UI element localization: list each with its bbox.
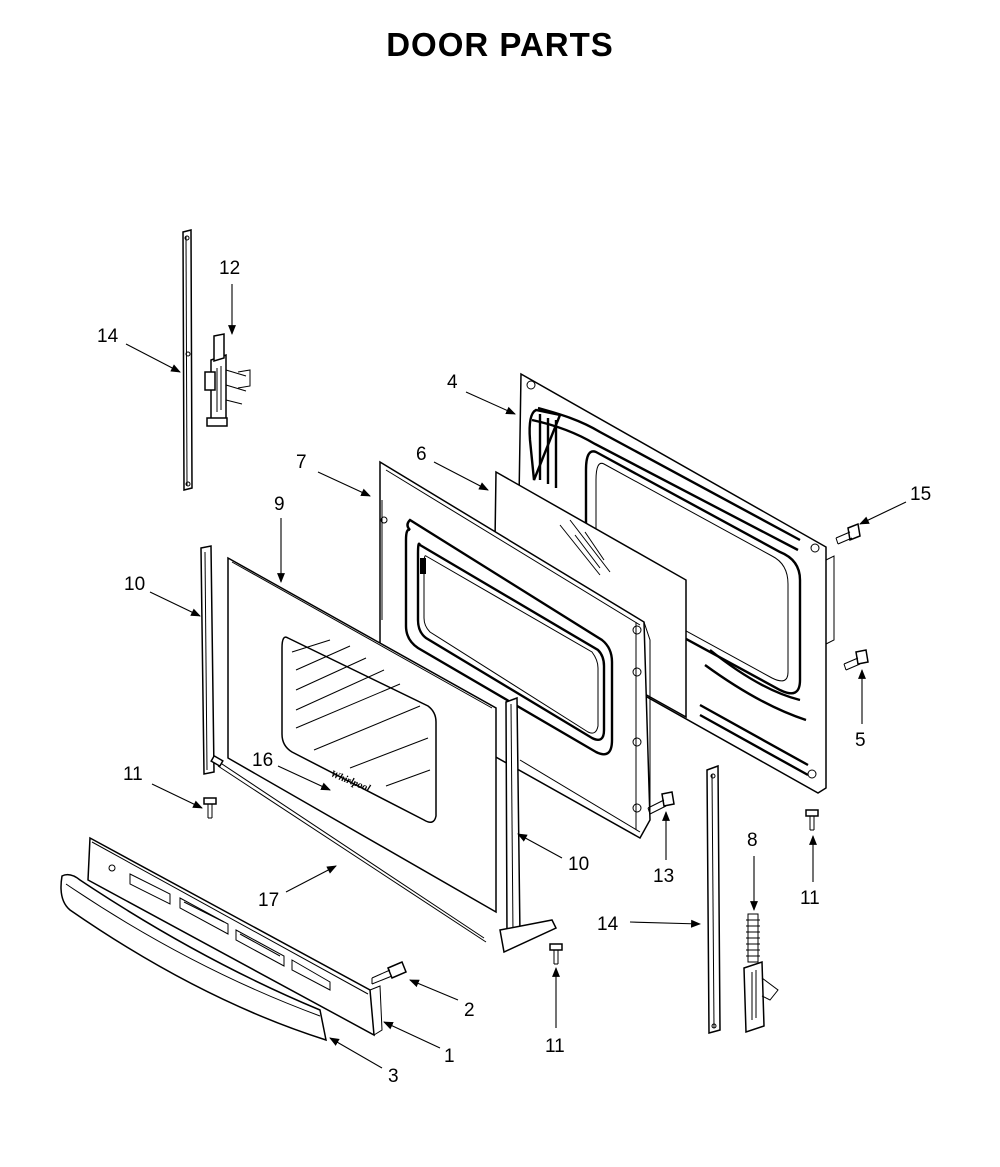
callout-5: 5: [855, 730, 866, 751]
callout-8: 8: [747, 830, 758, 851]
callout-6: 6: [416, 444, 427, 465]
part-11-screw-center: [549, 943, 563, 965]
part-8-spring-hinge: [743, 913, 779, 1034]
callout-16: 16: [252, 750, 273, 771]
callout-14-right: 14: [597, 914, 619, 935]
callout-11-center: 11: [545, 1036, 565, 1057]
part-14-left-hinge-rod: [182, 229, 193, 491]
part-13-screw: [647, 791, 675, 815]
callout-11-right: 11: [800, 888, 820, 909]
callout-10-left: 10: [124, 574, 145, 595]
callout-17: 17: [258, 890, 279, 911]
leader-lines: [125, 284, 907, 1069]
part-10-right-trim: [499, 696, 558, 954]
part-1-control-panel: [87, 836, 383, 1037]
part-12-hinge: [204, 333, 251, 427]
callout-1: 1: [444, 1046, 455, 1067]
part-3-handle: [60, 873, 327, 1042]
part-14-right-hinge-rod: [706, 764, 721, 1034]
callout-15: 15: [910, 484, 931, 505]
callout-7: 7: [296, 452, 307, 473]
part-11-screw-left: [203, 797, 217, 819]
part-15-screw: [835, 522, 861, 545]
part-2-screw: [371, 961, 407, 985]
callout-3: 3: [388, 1066, 399, 1087]
part-5-screw: [843, 649, 869, 671]
part-11-screw-right: [805, 809, 819, 831]
page-title: DOOR PARTS: [386, 26, 614, 63]
part-10-left-trim: [200, 545, 215, 775]
callout-labels: 12 14 4 7 6 9 15 10 5 11 16 8 10 13 11 1…: [97, 258, 931, 1087]
callout-14-left: 14: [97, 326, 119, 347]
part-9-outer-door-panel: Whirlpool: [227, 556, 497, 914]
callout-2: 2: [464, 1000, 475, 1021]
callout-13: 13: [653, 866, 674, 887]
callout-9: 9: [274, 494, 285, 515]
part-17-rod: [210, 754, 487, 943]
callout-10-right: 10: [568, 854, 589, 875]
callout-4: 4: [447, 372, 458, 393]
callout-11-left: 11: [123, 764, 143, 785]
callout-12: 12: [219, 258, 240, 279]
